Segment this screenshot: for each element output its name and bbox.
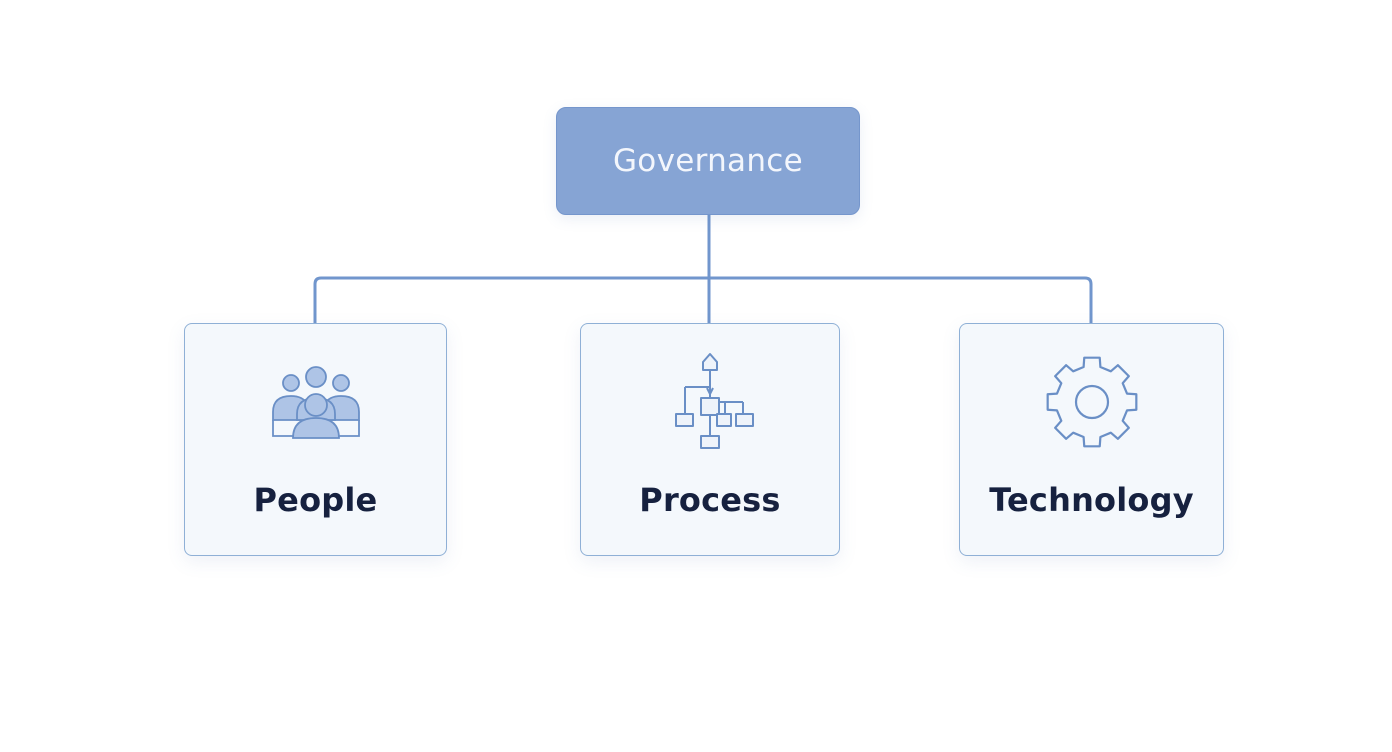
child-node-people[interactable]: People xyxy=(184,323,447,556)
connector-horizontal-bar xyxy=(313,276,1093,325)
child-node-process[interactable]: Process xyxy=(580,323,840,556)
gear-icon xyxy=(1046,356,1137,448)
child-node-label-process: Process xyxy=(639,481,781,519)
root-node-governance[interactable]: Governance xyxy=(556,107,860,215)
process-flow-icon xyxy=(675,353,754,449)
child-node-label-technology: Technology xyxy=(989,481,1194,519)
people-group-icon xyxy=(271,366,360,439)
root-node-label: Governance xyxy=(612,143,803,179)
child-node-technology[interactable]: Technology xyxy=(959,323,1224,556)
child-node-label-people: People xyxy=(253,481,378,519)
